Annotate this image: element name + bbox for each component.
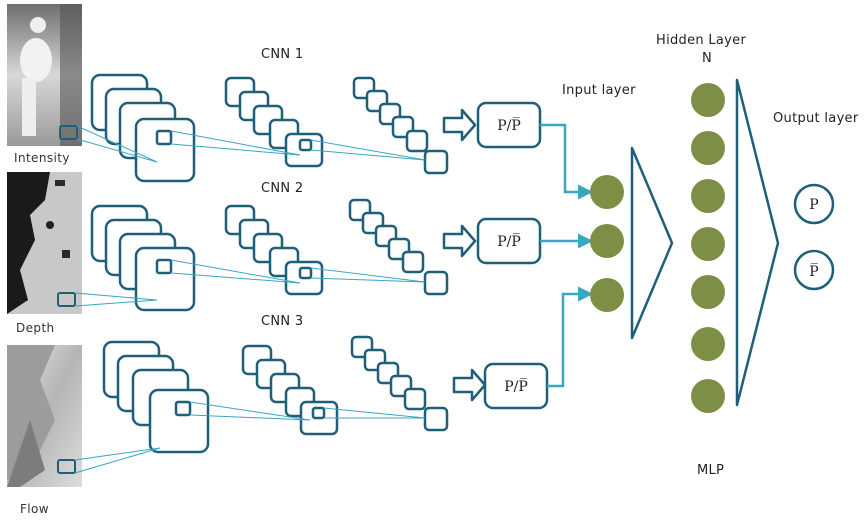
cnn1-pool-maps bbox=[224, 76, 324, 168]
hidden-layer-n-label: N bbox=[702, 51, 712, 66]
output-node-pbar: P̅ bbox=[793, 249, 835, 291]
hidden-layer-label: Hidden Layer bbox=[656, 33, 746, 48]
flow-label: Flow bbox=[20, 502, 49, 516]
fc-triangle-hidden-output bbox=[735, 78, 780, 407]
cnn1-small-maps bbox=[352, 76, 449, 175]
block-arrows bbox=[442, 108, 487, 402]
cnn2-label: CNN 2 bbox=[261, 181, 303, 196]
output-layer-label: Output layer bbox=[773, 111, 859, 126]
mlp-label: MLP bbox=[697, 463, 724, 478]
intensity-image bbox=[7, 4, 82, 146]
input-layer-neurons bbox=[590, 175, 624, 312]
input-layer-label: Input layer bbox=[562, 83, 636, 98]
cnn1-conv-maps bbox=[90, 73, 196, 183]
pool-output-box-3: P/P̅ bbox=[483, 362, 549, 410]
depth-label: Depth bbox=[16, 321, 55, 335]
cnn3-pool-maps bbox=[241, 344, 339, 436]
cnn3-small-maps bbox=[350, 335, 449, 432]
input-connectors bbox=[540, 123, 593, 388]
flow-image bbox=[7, 345, 82, 487]
intensity-label: Intensity bbox=[14, 151, 70, 165]
pool-output-box-2: P/P̅ bbox=[476, 217, 542, 265]
cnn2-pool-maps bbox=[224, 204, 324, 296]
cnn3-conv-maps bbox=[102, 340, 210, 454]
cnn2-conv-maps bbox=[90, 204, 196, 312]
depth-image bbox=[7, 172, 82, 314]
receptive-field-lines bbox=[74, 125, 426, 474]
cnn1-label: CNN 1 bbox=[261, 47, 303, 62]
output-node-p: P bbox=[793, 183, 835, 225]
fc-triangle-input-hidden bbox=[630, 146, 674, 340]
pool-output-box-1: P/P̅ bbox=[476, 101, 542, 149]
output-node-p-label: P bbox=[809, 197, 818, 213]
pool-output-label-2: P/P̅ bbox=[497, 231, 521, 250]
hidden-layer-neurons bbox=[691, 83, 725, 413]
output-node-pbar-label: P̅ bbox=[809, 261, 818, 280]
cnn3-label: CNN 3 bbox=[261, 314, 303, 329]
pool-output-label-1: P/P̅ bbox=[497, 115, 521, 134]
pool-output-label-3: P/P̅ bbox=[504, 376, 528, 395]
cnn2-small-maps bbox=[348, 198, 449, 296]
